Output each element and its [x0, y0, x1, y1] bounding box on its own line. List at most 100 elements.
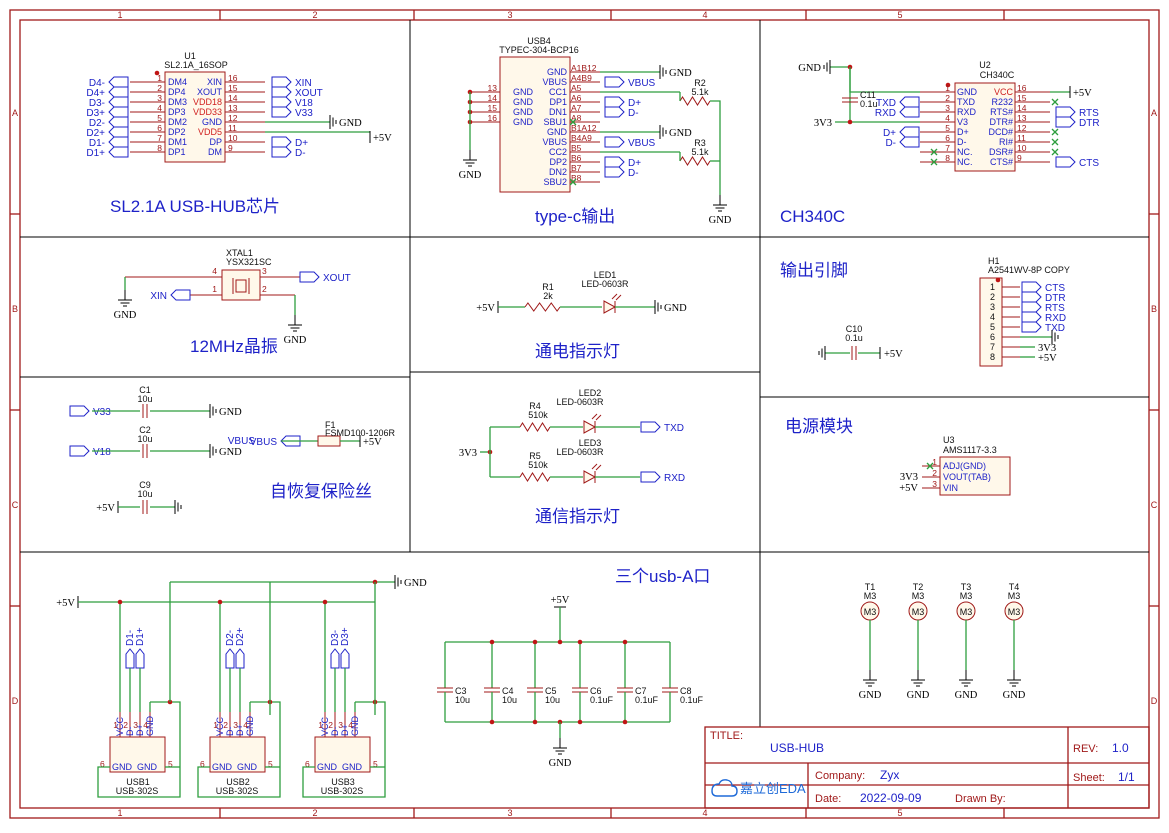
port-shape: [330, 648, 340, 669]
pin-number: A8: [571, 113, 582, 123]
h1-body: [979, 277, 1003, 367]
gnd-label: GND: [669, 128, 692, 139]
net-port-6: D1-: [89, 136, 129, 149]
gnd-symbol: GND: [659, 65, 692, 79]
no-connect-stroke: [930, 148, 938, 156]
port-label: D+: [295, 138, 308, 149]
pin-number: 15: [1017, 93, 1027, 103]
gnd-label: GND: [549, 758, 572, 769]
cap-ref: C7: [635, 686, 647, 696]
pin-name: DM2: [168, 117, 187, 127]
power-symbol: +5V: [56, 596, 79, 609]
rxd-port: RXD: [640, 471, 685, 484]
header-port-2: RTS: [1021, 301, 1065, 314]
pin-name: DN2: [549, 167, 567, 177]
port-shape: [108, 136, 129, 148]
port-shape: [125, 648, 135, 669]
junction-dot: [532, 639, 538, 645]
pin-number: 7: [157, 133, 162, 143]
port-label: D-: [628, 108, 639, 119]
pin-number: 3: [945, 103, 950, 113]
port-label: D4+: [86, 88, 105, 99]
u2-ch340c: U2CH340CGND1TXD2RXD3V34D+5D-6NC.7NC.8VCC…: [798, 60, 1050, 172]
pin-number: 4: [157, 103, 162, 113]
usb-ref: USB1: [126, 777, 150, 787]
row-label-left: D: [12, 696, 19, 706]
power-symbol: +5V: [476, 301, 499, 314]
pin-name: D+: [957, 127, 969, 137]
port-label: XOUT: [323, 273, 351, 284]
gnd-symbol: GND: [955, 670, 978, 701]
pin-name: R232: [991, 97, 1013, 107]
pin-name: VBUS: [542, 137, 567, 147]
r3-val: 5.1k: [691, 147, 709, 157]
section-title-typec: type-c输出: [535, 207, 615, 226]
cap-ref: C6: [590, 686, 602, 696]
port-label: DTR: [1045, 293, 1066, 304]
port-label: RXD: [664, 473, 685, 484]
pin-number: 16: [488, 113, 498, 123]
port-label: D4-: [89, 78, 105, 89]
gnd-symbol: GND: [114, 290, 137, 321]
pin-number: 2: [123, 720, 128, 730]
pin-name: DP2: [549, 157, 567, 167]
pin-name: VOUT(TAB): [943, 472, 991, 482]
pin-number: A7: [571, 103, 582, 113]
port-shape: [108, 76, 129, 88]
pin-number: 9: [228, 143, 233, 153]
vbus-port: VBUS: [604, 76, 656, 89]
pin-number: 3: [262, 266, 267, 276]
pin-number: 15: [228, 83, 238, 93]
pin-name: GND: [145, 716, 155, 737]
gnd-symbol: GND: [209, 404, 242, 418]
usb4-typec: USB4TYPEC-304-BCP16GND13GND14GND15GND16G…: [459, 36, 579, 193]
pin-number: 1: [212, 284, 217, 294]
gnd-symbol: [1051, 330, 1059, 344]
pin-name: DP1: [168, 147, 186, 157]
pin-name: GND: [342, 762, 363, 772]
port-label: XOUT: [295, 88, 323, 99]
pin-name: DP3: [168, 107, 186, 117]
port-shape: [108, 116, 129, 128]
port-shape: [1021, 321, 1042, 333]
pin-number: 12: [1017, 123, 1027, 133]
wire: [710, 100, 721, 195]
header-port-4: TXD: [1021, 321, 1065, 334]
h1-part: A2541WV-8P COPY: [988, 265, 1070, 275]
pin-number: 1: [113, 720, 118, 730]
pin-number: 3: [133, 720, 138, 730]
no-connect-stroke: [1051, 148, 1059, 156]
power-symbol: +5V: [551, 595, 570, 608]
column-label-bottom: 5: [897, 808, 902, 818]
pin-number: 7: [945, 143, 950, 153]
company-value: Zyx: [880, 768, 899, 782]
sheet-label: Sheet:: [1073, 772, 1105, 784]
gnd-symbol: GND: [549, 738, 572, 769]
port-shape: [1021, 281, 1042, 293]
junction-dot: [117, 599, 123, 605]
gnd-symbol: GND: [329, 115, 362, 129]
no-connect-mark: [569, 118, 577, 126]
led-ray: [595, 414, 602, 421]
cloud-icon: [711, 779, 738, 797]
gnd-label: GND: [798, 63, 821, 74]
f1-ref: F1: [325, 420, 336, 430]
pin-name: GND: [112, 762, 133, 772]
port-label: VBUS: [628, 138, 656, 149]
no-connect-mark: [1051, 128, 1059, 136]
led-ray: [611, 293, 618, 300]
pin-name: RI#: [999, 137, 1013, 147]
c10-ref: C10: [846, 324, 863, 334]
led2-part: LED-0603R: [556, 397, 604, 407]
port-label: D3-: [330, 630, 341, 646]
pin-name: DM4: [168, 77, 187, 87]
led3-ref: LED3: [579, 438, 602, 448]
pin-number: 4: [243, 720, 248, 730]
column-label-bottom: 2: [312, 808, 317, 818]
port-label: CTS: [1045, 283, 1065, 294]
usba-ports: +5V: [56, 596, 79, 609]
pin-number: 2: [945, 93, 950, 103]
port-label: D1+: [86, 148, 105, 159]
